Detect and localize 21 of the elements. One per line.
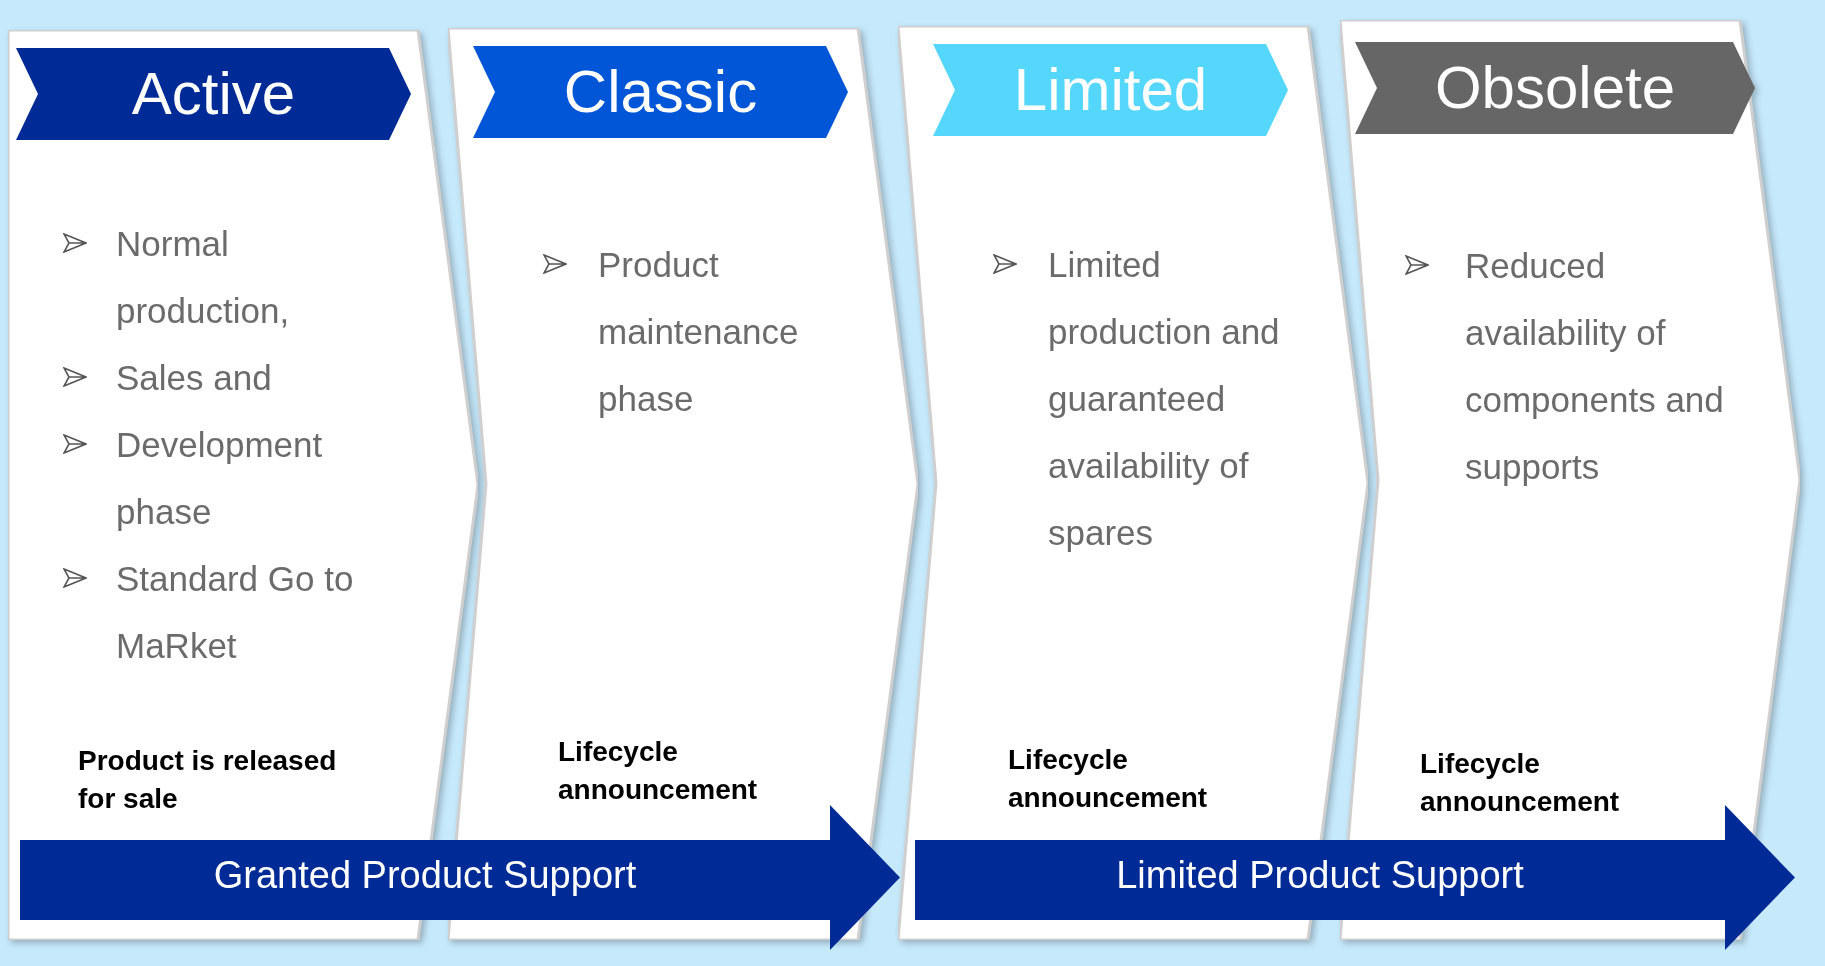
support-label: Limited Product Support [1115,853,1525,898]
stage-title: Limited [1012,55,1209,125]
stage-note: Lifecycle announcement [558,735,759,807]
stage-title: Active [130,59,297,129]
bullet-text: Sales and [116,357,273,399]
stage-banner [16,48,411,140]
stage-banner [473,46,848,138]
stage-title: Obsolete [1433,53,1677,123]
support-label: Granted Product Support [212,853,638,898]
stage-banner [933,44,1288,136]
stage-title: Classic [562,57,759,127]
stage-note: Lifecycle announcement [1420,747,1621,819]
bullet-text: Standard Go to MaRket [116,558,355,667]
stage-note: Lifecycle announcement [1008,743,1209,815]
stage-banner [1355,42,1755,134]
bullet-text: Development phase [116,424,324,533]
bullet-text: Reduced availability of components and supports [1465,245,1725,488]
bullet-text: Normal production, [116,223,291,332]
bullet-text: Product maintenance phase [598,244,800,420]
stage-note: Product is released for sale [78,744,338,816]
bullet-text: Limited production and guaranteed availability of spares [1048,244,1281,554]
